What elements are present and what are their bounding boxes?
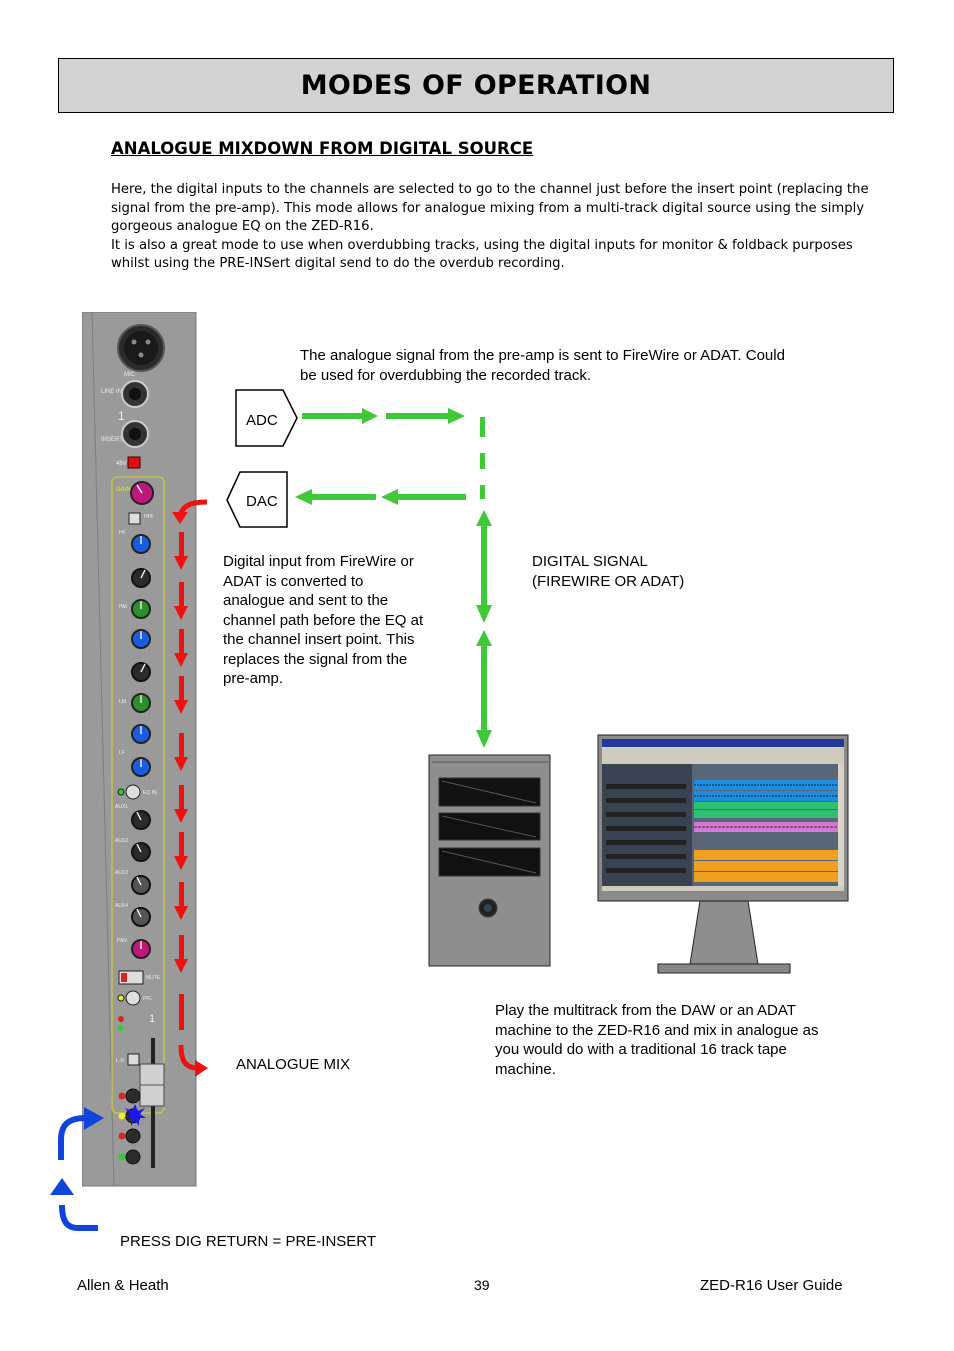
intro-paragraph-2: It is also a great mode to use when over… — [111, 237, 853, 272]
green-double-arrow-1 — [476, 510, 492, 623]
pfl-label: PFL — [143, 996, 152, 1002]
aux3-label: AUX3 — [115, 870, 128, 876]
green-arrows-in — [295, 489, 466, 505]
caption-daw: Play the multitrack from the DAW or an A… — [495, 1002, 819, 1078]
phantom-label: 48V — [116, 461, 127, 467]
pan-label: PAN — [117, 938, 127, 944]
hpf-switch-icon — [128, 512, 141, 525]
gain-label: GAIN — [116, 487, 131, 493]
intro-text: Here, the digital inputs to the channels… — [111, 181, 871, 274]
mic-label: MIC — [124, 372, 136, 378]
eq-in-label: EQ IN — [143, 790, 157, 796]
green-arrows-out — [302, 408, 465, 424]
aux2-label: AUX2 — [115, 838, 128, 844]
section-heading: ANALOGUE MIXDOWN FROM DIGITAL SOURCE — [111, 139, 534, 158]
lr-switch-icon — [127, 1053, 140, 1066]
lm-label: LM — [119, 699, 126, 705]
channel-strip: MIC LINE IN 1 INSERT 48V GAIN HPF HF HM … — [82, 312, 197, 1187]
lr-label: L-R — [116, 1058, 124, 1064]
mute-label: MUTE — [146, 975, 161, 981]
phantom-switch-icon — [127, 456, 141, 469]
line-in-label: LINE IN — [101, 389, 122, 395]
green-dashed-line — [480, 417, 485, 499]
caption-digital-input: Digital input from FireWire or ADAT is c… — [223, 553, 424, 687]
footer-right: ZED-R16 User Guide — [700, 1277, 843, 1294]
hf-label: HF — [119, 530, 126, 536]
pfl-button-icon — [125, 990, 141, 1006]
adc-box — [235, 389, 298, 447]
hpf-label: HPF — [144, 514, 154, 520]
hm-label: HM — [119, 604, 127, 610]
caption-preamp: The analogue signal from the pre-amp is … — [300, 347, 785, 384]
page-title: MODES OF OPERATION — [300, 70, 652, 101]
green-arrow-left-1 — [295, 489, 376, 505]
caption-press-dig-return: PRESS DIG RETURN = PRE-INSERT — [120, 1233, 377, 1250]
dac-box — [226, 471, 288, 528]
green-double-arrow-2 — [476, 630, 492, 748]
footer-left: Allen & Heath — [77, 1277, 169, 1294]
intro-paragraph-1: Here, the digital inputs to the channels… — [111, 182, 869, 235]
monitor-icon — [597, 734, 849, 974]
dac-label: DAC — [246, 493, 278, 510]
press-star-icon — [124, 1104, 146, 1126]
green-arrow-right-1 — [302, 408, 378, 424]
green-arrow-right-2 — [386, 408, 465, 424]
computer-tower-icon — [428, 754, 551, 967]
caption-digital-signal: DIGITAL SIGNAL (FIREWIRE OR ADAT) — [532, 553, 685, 590]
channel-number-bottom: 1 — [149, 1013, 155, 1025]
insert-label: INSERT — [101, 437, 123, 443]
footer-page-number: 39 — [474, 1277, 490, 1293]
page-title-box: MODES OF OPERATION — [58, 58, 894, 113]
green-arrow-left-2 — [381, 489, 466, 505]
eq-in-button-icon — [125, 784, 141, 800]
aux4-label: AUX4 — [115, 903, 128, 909]
daw-tracks — [694, 780, 838, 882]
caption-analogue-mix: ANALOGUE MIX — [236, 1056, 351, 1073]
adc-label: ADC — [246, 412, 278, 429]
aux1-label: AUX1 — [115, 804, 128, 810]
lf-label: LF — [119, 750, 125, 756]
channel-number-label: 1 — [118, 409, 125, 423]
